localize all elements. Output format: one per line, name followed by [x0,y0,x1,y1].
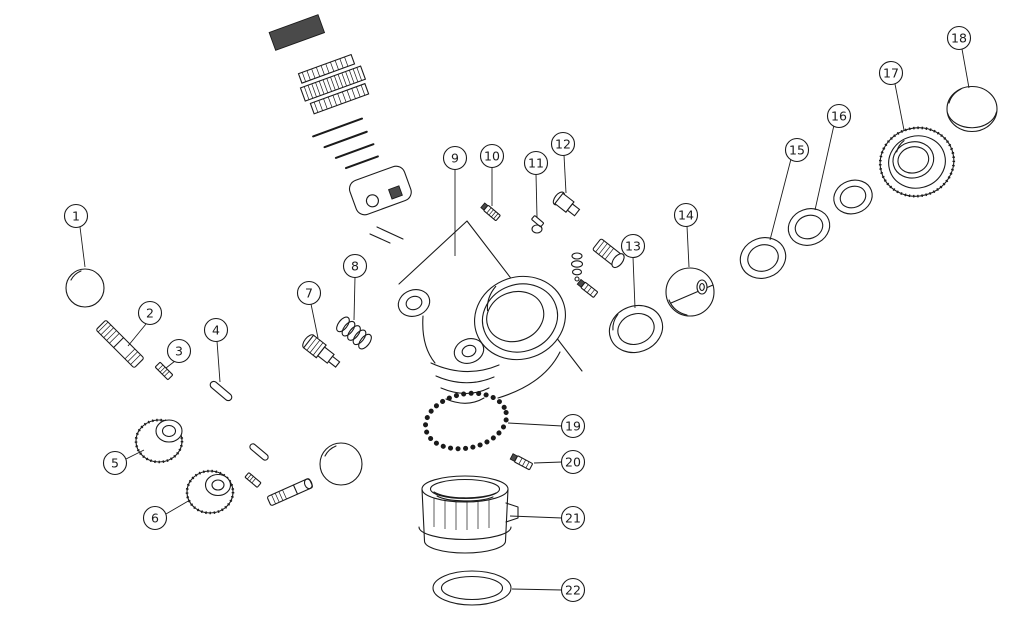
part-spindle [267,478,313,506]
callout-14: 14 [673,202,699,228]
part-bracket-cap [348,165,412,216]
part-link-rods [369,226,404,244]
callout-21: 21 [560,505,586,531]
callout-16: 16 [826,103,852,129]
callout-13: 13 [620,233,646,259]
callout-number: 6 [151,511,159,526]
part-19-bead-ring [423,390,509,452]
callout-number: 1 [72,209,80,224]
part-15-ring [739,237,787,279]
part-7-cartridge [302,334,341,368]
callout-number: 7 [305,286,313,301]
part-13-seal-ring [608,304,664,354]
callout-number: 14 [678,208,694,223]
callout-20: 20 [560,449,586,475]
callout-number: 19 [565,419,581,434]
part-3-set-screw [155,362,173,380]
part-1-ball [65,268,105,308]
callout-4: 4 [203,317,229,343]
part-22-gasket [432,570,512,606]
part-label-plate [268,14,326,51]
part-11-washer-screw [531,215,544,234]
callout-number: 18 [951,31,967,46]
callout-8: 8 [342,253,368,279]
callout-number: 10 [484,149,500,164]
callout-number: 13 [625,239,641,254]
callout-6: 6 [142,505,168,531]
part-18-end-cap [946,85,998,133]
part-17-coupling-fitting [878,126,956,198]
callout-17: 17 [878,60,904,86]
callout-number: 5 [111,456,119,471]
callout-22: 22 [560,577,586,603]
part-6-knurled-ring [185,469,235,515]
part-8-spring [336,316,372,350]
part-10-screw [480,202,501,221]
callout-18: 18 [946,25,972,51]
part-washer-stack [570,252,584,282]
part-small-pin [249,443,269,461]
callout-1: 1 [63,203,89,229]
part-2-threaded-stem [96,320,144,368]
part-outlet-fitting [592,238,625,269]
callout-number: 20 [565,455,581,470]
part-21-coupling-nut [418,475,519,554]
part-16-ring [787,208,831,246]
callout-11: 11 [523,150,549,176]
callout-number: 11 [528,156,544,171]
callout-number: 3 [175,344,183,359]
part-body-screw [576,278,598,298]
callout-15: 15 [784,137,810,163]
callout-number: 15 [789,143,805,158]
callout-number: 8 [351,259,359,274]
part-4-pin [209,380,233,402]
part-small-screw [244,472,262,488]
part-shim-rings [312,117,379,170]
callout-2: 2 [137,300,163,326]
callout-number: 12 [555,137,571,152]
callout-number: 9 [451,151,459,166]
part-5-knurled-knob [134,418,184,464]
callout-number: 22 [565,583,581,598]
part-20-screw [509,453,533,471]
callout-number: 2 [146,306,154,321]
leader-lines [79,48,970,591]
callout-12: 12 [550,131,576,157]
callout-9: 9 [442,145,468,171]
part-12-bolt [552,191,581,217]
callout-5: 5 [102,450,128,476]
part-9-valve-body [397,220,583,404]
part-14-dome-cap [665,267,715,317]
callout-number: 16 [831,109,847,124]
callout-number: 17 [883,66,899,81]
part-large-ball [319,442,363,486]
callout-number: 4 [212,323,220,338]
part-threaded-stack [297,53,370,115]
callout-3: 3 [166,338,192,364]
callout-7: 7 [296,280,322,306]
part-gasket-ring [833,179,873,215]
callout-19: 19 [560,413,586,439]
callout-number: 21 [565,511,581,526]
callout-10: 10 [479,143,505,169]
